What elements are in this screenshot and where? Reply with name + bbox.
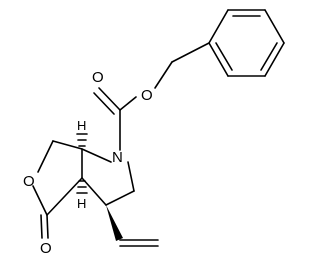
atom-label-ester-oxygen: O	[141, 87, 153, 104]
atom-label-hydrogen-bottom: H	[77, 196, 86, 211]
atom-label-lactone-carbonyl-oxygen: O	[40, 240, 52, 257]
bicyclic-core	[32, 140, 135, 239]
atom-label-ring-nitrogen: N	[112, 149, 123, 166]
stereo-hash-bonds	[76, 133, 88, 194]
atom-label-lactone-ring-oxygen: O	[23, 173, 35, 190]
benzene-ring	[208, 9, 285, 77]
molecule-structure: O O N O O H H	[23, 9, 285, 257]
atom-label-hydrogen-top: H	[77, 118, 86, 133]
vinyl-group	[106, 205, 159, 247]
atom-label-carbonyl-oxygen: O	[92, 69, 104, 86]
benzyl-ester-chain	[93, 42, 210, 151]
